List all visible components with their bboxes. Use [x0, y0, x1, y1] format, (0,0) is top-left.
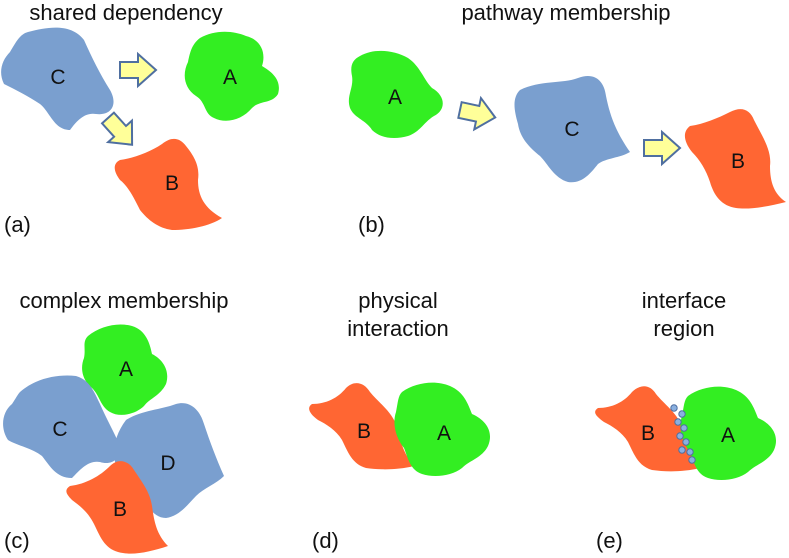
interface-dot: [680, 424, 688, 432]
title-interface-line1: interface: [642, 288, 726, 313]
interface-dot: [686, 448, 694, 456]
node-label-d-A: A: [437, 422, 451, 445]
panel-label-b: (b): [358, 212, 385, 237]
arrow-b-C-to-B: [643, 131, 681, 165]
blob-c-C: [3, 375, 121, 478]
interface-dot: [676, 432, 684, 440]
panel-label-e: (e): [596, 528, 623, 553]
blob-a-A: [184, 31, 279, 121]
title-pathway-membership: pathway membership: [461, 0, 670, 25]
panel-c: complex membership A C D B (c): [3, 288, 229, 554]
panel-a: shared dependency C A B (a): [1, 0, 279, 237]
interface-dot: [678, 446, 686, 454]
title-complex-membership: complex membership: [19, 288, 228, 313]
arrow-a-C-to-B: [95, 106, 145, 157]
blob-e-A: [680, 386, 777, 480]
node-label-c-C: C: [52, 418, 67, 441]
interface-dot: [670, 404, 678, 412]
interface-dot: [688, 456, 696, 464]
blob-a-C: [1, 27, 114, 131]
node-label-b-B: B: [731, 150, 745, 173]
title-interface-line2: region: [653, 316, 714, 341]
panel-label-d: (d): [312, 528, 339, 553]
blob-a-B: [114, 138, 222, 230]
node-label-e-B: B: [641, 422, 655, 445]
title-physical-line1: physical: [358, 288, 437, 313]
blob-c-B: [66, 461, 168, 554]
node-label-a-C: C: [50, 66, 65, 89]
node-label-a-B: B: [165, 172, 179, 195]
interface-dot: [682, 438, 690, 446]
blob-d-B: [309, 383, 414, 470]
title-shared-dependency: shared dependency: [29, 0, 222, 25]
panel-e: interface region B A (e): [595, 288, 777, 553]
interface-dot: [678, 410, 686, 418]
node-label-c-B: B: [113, 498, 127, 521]
node-label-b-A: A: [388, 86, 402, 109]
node-label-d-B: B: [357, 420, 371, 443]
blob-b-B: [684, 109, 786, 209]
panel-label-c: (c): [4, 528, 30, 553]
panel-b: pathway membership A C B (b): [348, 0, 786, 237]
node-label-a-A: A: [223, 66, 237, 89]
title-physical-line2: interaction: [347, 316, 449, 341]
interface-dot: [674, 418, 682, 426]
blob-b-A: [348, 50, 443, 138]
blob-c-A: [82, 324, 168, 415]
node-label-c-D: D: [160, 452, 175, 475]
blob-b-C: [514, 76, 630, 183]
panel-label-a: (a): [4, 212, 31, 237]
node-label-e-A: A: [721, 424, 735, 447]
node-label-b-C: C: [564, 118, 579, 141]
panel-d: physical interaction B A (d): [309, 288, 491, 553]
blob-d-A: [394, 382, 491, 476]
arrow-a-C-to-A: [119, 53, 157, 87]
node-label-c-A: A: [119, 358, 133, 381]
interface-residues: [670, 404, 696, 464]
blob-e-B: [595, 386, 700, 472]
arrow-b-A-to-C: [455, 93, 500, 135]
